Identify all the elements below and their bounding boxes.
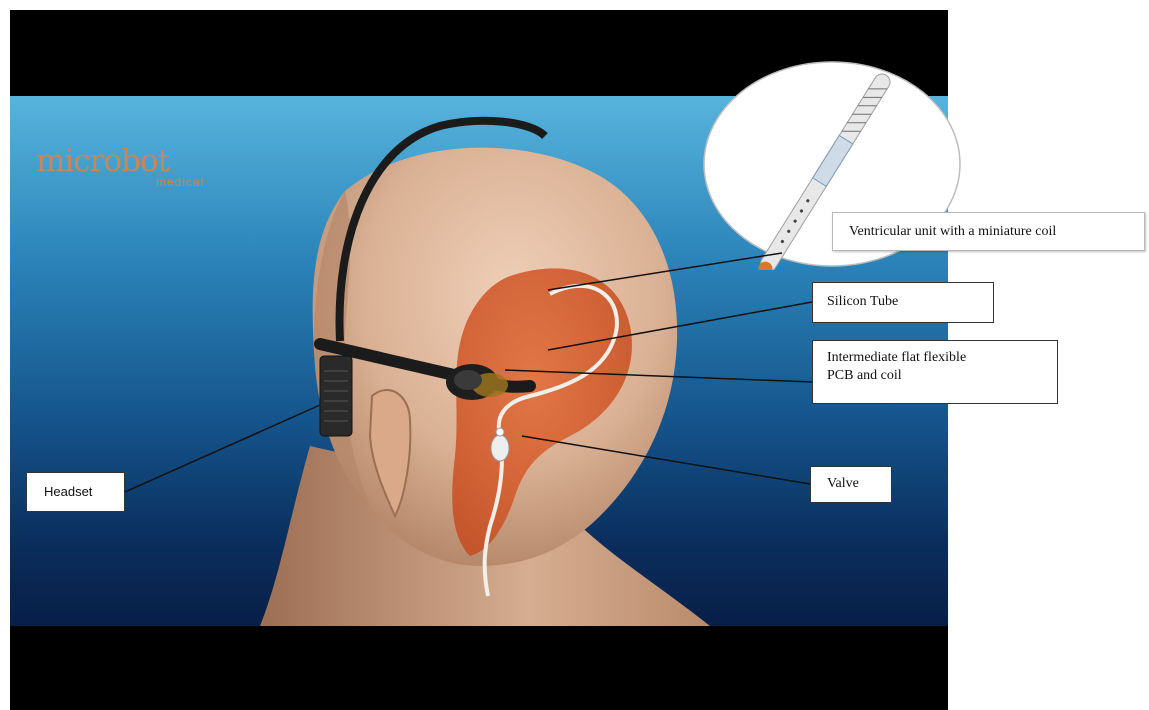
label-pcb-line2: PCB and coil (827, 367, 1057, 385)
label-silicon-tube: Silicon Tube (812, 282, 994, 323)
label-headset: Headset (26, 472, 125, 512)
label-pcb-line1: Intermediate flat flexible (827, 349, 1057, 367)
label-valve: Valve (810, 466, 892, 503)
label-ventricular-unit: Ventricular unit with a miniature coil (832, 212, 1145, 251)
label-pcb-coil: Intermediate flat flexible PCB and coil (812, 340, 1058, 404)
